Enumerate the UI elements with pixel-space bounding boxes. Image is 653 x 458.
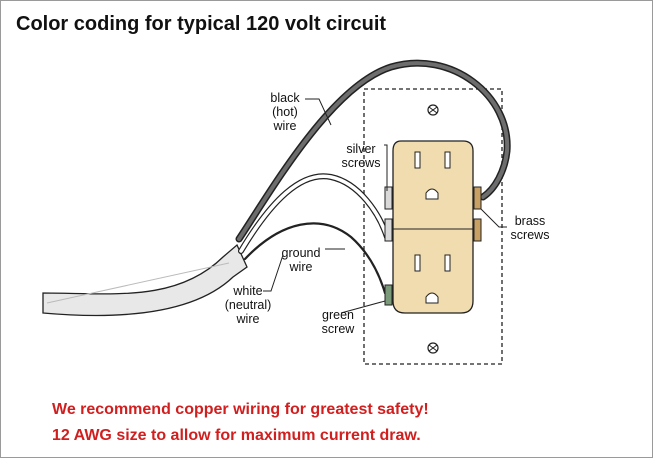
ground-wire (243, 222, 387, 295)
leader-silver-screws (384, 144, 388, 191)
label-silver-screws: silver screws (341, 142, 381, 170)
box-mounting-screw-top (427, 104, 439, 116)
cable-sheath-highlight (46, 262, 230, 304)
lower-outlet-ground-hole (425, 292, 439, 304)
brass-screw-top (473, 186, 482, 210)
label-black-wire: black (hot) wire (270, 91, 300, 133)
label-ground-wire: ground wire (281, 246, 321, 274)
lower-outlet-slot-left (414, 254, 421, 272)
silver-screw-bottom (384, 218, 393, 242)
label-brass-screws: brass screws (510, 214, 550, 242)
lower-outlet-slot-right (444, 254, 451, 272)
leader-brass-screws (480, 208, 507, 228)
awg-size-note: 12 AWG size to allow for maximum current… (52, 427, 421, 444)
upper-outlet-slot-right (444, 151, 451, 169)
receptacle-body (392, 140, 474, 314)
leader-white-wire (263, 254, 284, 292)
leader-green-screw (340, 300, 386, 314)
box-mounting-screw-bottom (427, 342, 439, 354)
copper-recommendation-note: We recommend copper wiring for greatest … (52, 401, 429, 418)
white-wire (238, 173, 390, 254)
upper-outlet-ground-hole (425, 188, 439, 200)
brass-screw-bottom (473, 218, 482, 242)
leader-black-wire (305, 98, 332, 126)
upper-outlet-slot-left (414, 151, 421, 169)
diagram-title: Color coding for typical 120 volt circui… (16, 13, 387, 35)
cable-sheath (42, 243, 248, 317)
label-green-screw: green screw (321, 308, 355, 336)
green-screw (384, 284, 393, 306)
label-white-wire: white (neutral) wire (224, 284, 272, 326)
silver-screw-top (384, 186, 393, 210)
